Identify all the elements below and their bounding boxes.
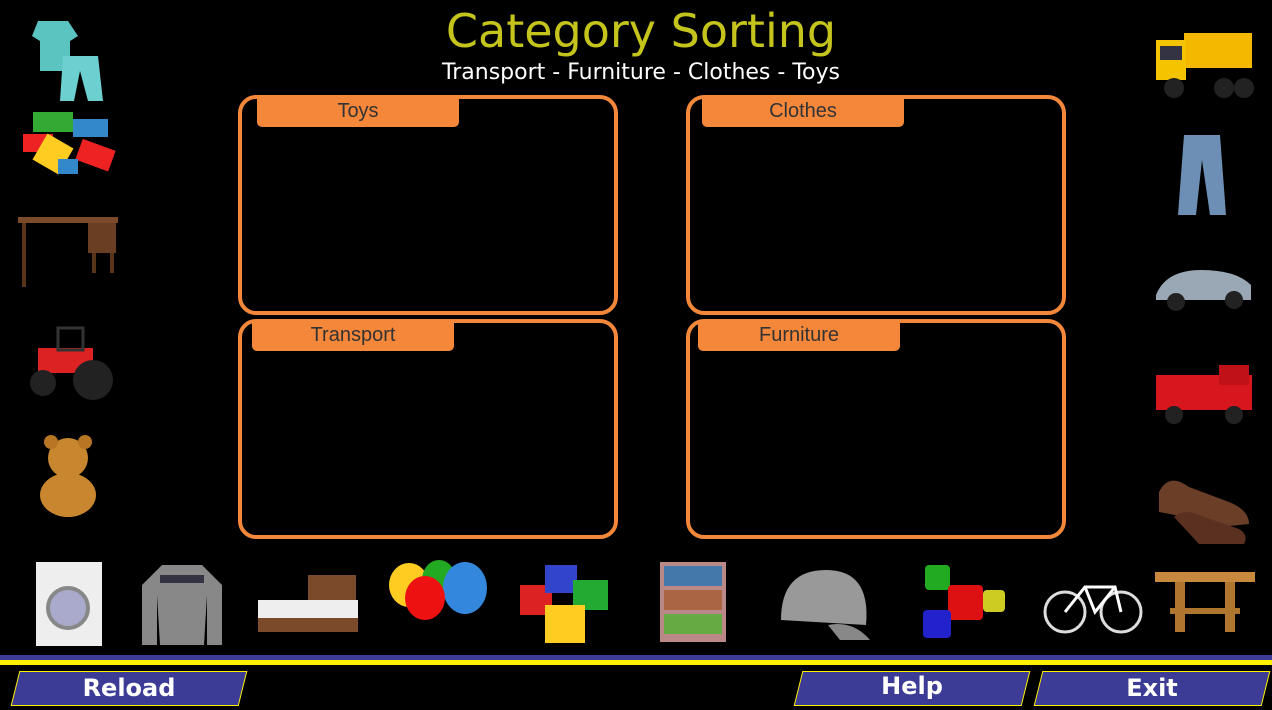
item-sports-car[interactable]	[1154, 240, 1254, 328]
help-button[interactable]: Help	[793, 671, 1031, 706]
item-dump-truck[interactable]	[1154, 18, 1254, 106]
item-washing-machine[interactable]	[18, 560, 118, 648]
item-table[interactable]	[1155, 560, 1255, 648]
category-label: Transport	[252, 322, 454, 351]
item-jeans[interactable]	[1154, 130, 1254, 218]
reload-button[interactable]: Reload	[10, 671, 248, 706]
item-bicycle[interactable]	[1043, 560, 1143, 648]
item-lego[interactable]	[18, 104, 118, 192]
item-pajamas[interactable]	[18, 16, 118, 104]
exit-label: Exit	[1126, 674, 1178, 702]
item-tractor[interactable]	[18, 318, 118, 406]
help-label: Help	[881, 672, 943, 700]
category-label: Furniture	[698, 322, 900, 351]
item-puzzle[interactable]	[515, 560, 615, 648]
footer-divider-blue	[0, 655, 1272, 660]
item-dice[interactable]	[913, 560, 1013, 648]
category-label: Clothes	[702, 98, 904, 127]
drop-zone-toys[interactable]: Toys	[238, 95, 618, 315]
drop-zone-furniture[interactable]: Furniture	[686, 319, 1066, 539]
page-subtitle: Transport - Furniture - Clothes - Toys	[442, 60, 840, 85]
drop-zone-clothes[interactable]: Clothes	[686, 95, 1066, 315]
drop-zone-transport[interactable]: Transport	[238, 319, 618, 539]
reload-label: Reload	[82, 674, 176, 702]
item-teddy-bear[interactable]	[18, 430, 118, 518]
category-label: Toys	[257, 98, 459, 127]
page-title: Category Sorting	[445, 4, 837, 58]
item-shoes[interactable]	[1154, 462, 1254, 550]
item-balloons[interactable]	[387, 560, 487, 648]
footer-divider-yellow	[0, 660, 1272, 665]
item-desk[interactable]	[18, 205, 118, 293]
item-bookshelf[interactable]	[642, 560, 742, 648]
item-fire-truck[interactable]	[1154, 350, 1254, 438]
item-cap[interactable]	[773, 560, 873, 648]
item-bed[interactable]	[258, 560, 358, 648]
item-sweater[interactable]	[132, 560, 232, 648]
exit-button[interactable]: Exit	[1033, 671, 1271, 706]
